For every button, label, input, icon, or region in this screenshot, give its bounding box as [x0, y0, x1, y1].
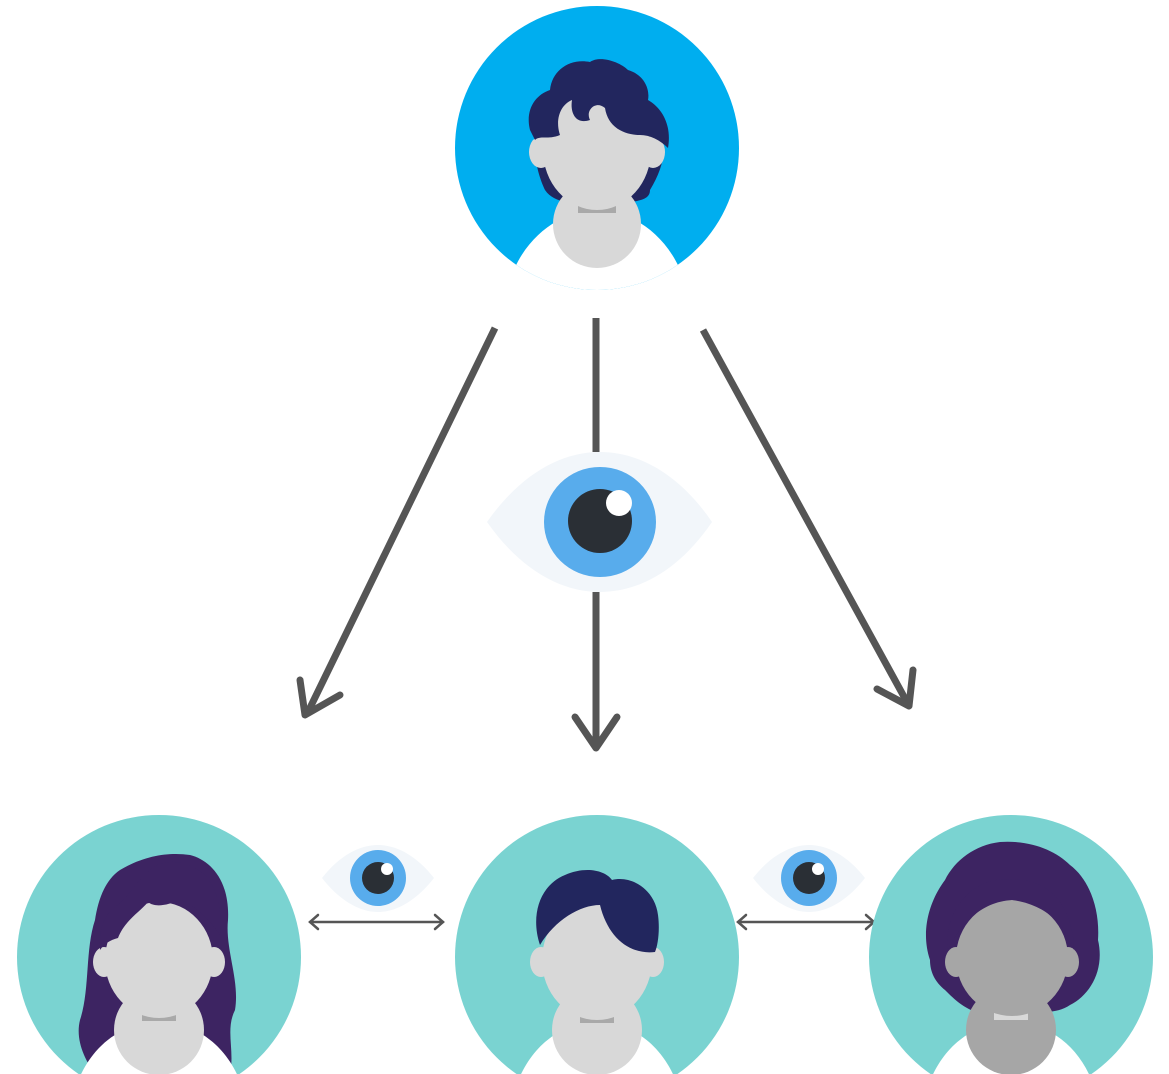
eye-icon-large	[487, 452, 712, 592]
eye-glint	[606, 490, 632, 516]
eye-icon-left	[322, 845, 434, 912]
peer-avatar-center	[455, 815, 739, 1074]
arrows-down	[296, 318, 917, 752]
observer-avatar	[455, 6, 739, 290]
peer-left-head	[105, 902, 213, 1018]
peer-right-head	[956, 900, 1068, 1016]
arrow-right-head	[873, 666, 917, 710]
double-arrow-right	[736, 913, 876, 931]
arrow-left-head	[296, 676, 344, 719]
double-arrow-left	[308, 913, 445, 931]
eye-icon-right	[753, 845, 865, 912]
arrow-right-shaft	[699, 328, 912, 706]
peer-avatar-right	[869, 815, 1153, 1074]
arrow-center-head	[571, 713, 621, 752]
observer-hair-front	[528, 59, 669, 148]
peer-avatar-left	[17, 815, 301, 1074]
arrow-left-shaft	[303, 326, 499, 716]
